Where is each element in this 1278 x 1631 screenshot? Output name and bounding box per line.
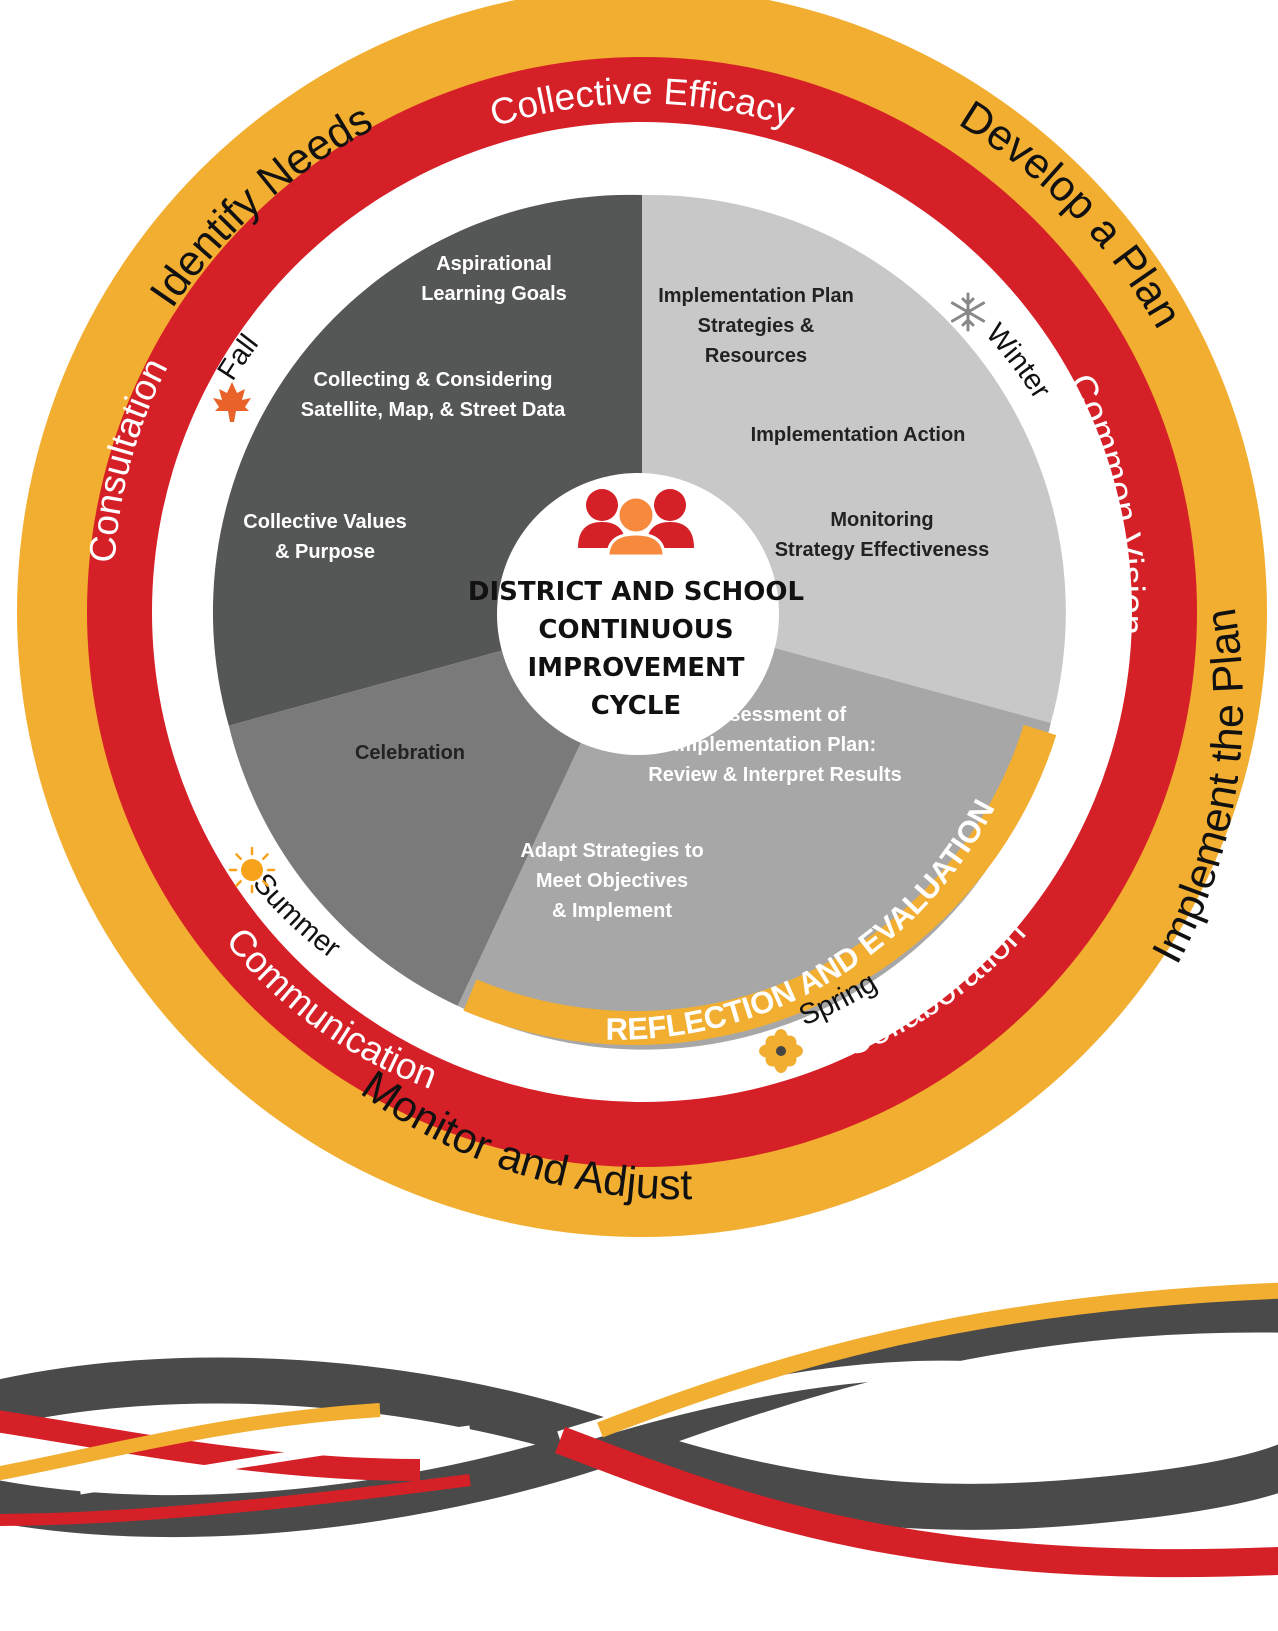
center-title-line-4: CYCLE <box>591 691 681 721</box>
sun-icon <box>228 846 276 894</box>
flower-icon <box>759 1029 803 1073</box>
spring-segment-text-0-1: Implementation Plan: <box>674 734 876 756</box>
winter-segment-text-0-1: Strategies & <box>698 315 815 337</box>
fall-segment-text-1-0: Collecting & Considering <box>314 369 553 391</box>
spring-segment-text-1-0: Adapt Strategies to <box>520 840 703 862</box>
snowflake-icon <box>950 292 986 332</box>
winter-segment-text-0-2: Resources <box>705 345 807 367</box>
center-title-line-1: DISTRICT AND SCHOOL <box>468 577 804 607</box>
fall-segment-text-2-1: & Purpose <box>275 541 375 563</box>
center-title-line-2: CONTINUOUS <box>538 615 733 645</box>
group-people-icon <box>578 489 694 558</box>
spring-segment-text-1-1: Meet Objectives <box>536 870 688 892</box>
season-icons <box>213 292 986 1073</box>
center-hub: DISTRICT AND SCHOOL CONTINUOUS IMPROVEME… <box>468 473 804 755</box>
fall-segment-text-1-1: Satellite, Map, & Street Data <box>301 399 566 421</box>
center-circle <box>497 473 779 755</box>
spring-segment-text-1-2: & Implement <box>552 900 672 922</box>
spring-segment-text-0-2: Review & Interpret Results <box>648 764 901 786</box>
fall-segment-text-0-1: Learning Goals <box>421 283 567 305</box>
maple-leaf-icon <box>213 382 251 422</box>
winter-segment-text-2-0: Monitoring <box>830 509 933 531</box>
fall-segment-text-2-0: Collective Values <box>243 511 406 533</box>
reflection-evaluation-band <box>463 724 1057 1046</box>
spring-segment-text-0-0: Assessment of <box>704 704 847 726</box>
summer-segment-text-0-0: Celebration <box>355 742 465 764</box>
winter-segment-text-0-0: Implementation Plan <box>658 285 854 307</box>
center-title-line-3: IMPROVEMENT <box>527 653 744 683</box>
braided-rope-illustration <box>0 1282 1278 1578</box>
winter-segment-text-2-1: Strategy Effectiveness <box>775 539 990 561</box>
fall-segment-text-0-0: Aspirational <box>436 253 552 275</box>
winter-segment-text-1-0: Implementation Action <box>751 424 966 446</box>
